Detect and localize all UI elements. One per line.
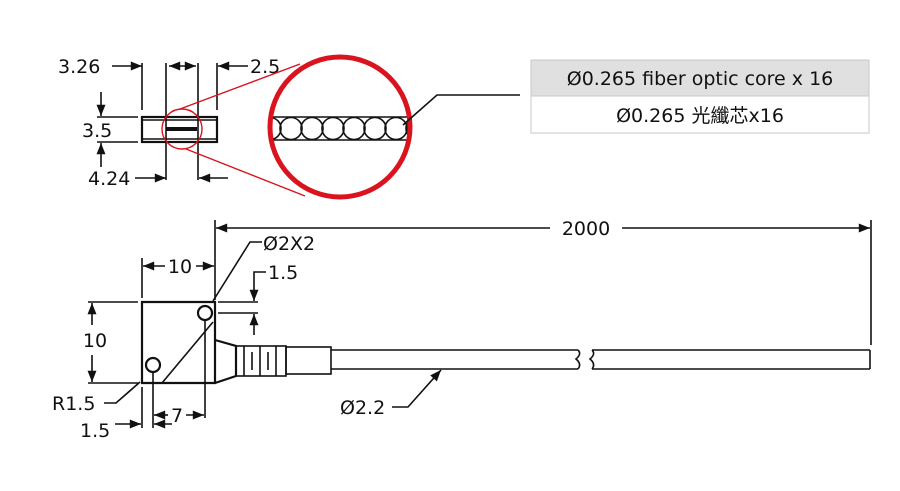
callout-leader bbox=[402, 94, 520, 126]
cable-strain-relief bbox=[214, 338, 238, 385]
dim-radius: R1.5 bbox=[52, 393, 95, 415]
end-face-outline bbox=[140, 115, 219, 144]
dim-3-5: 3.5 bbox=[82, 120, 112, 142]
mount-hole-bottom bbox=[144, 356, 162, 374]
fiber-array bbox=[166, 127, 197, 131]
callout-row-english: Ø0.265 fiber optic core x 16 bbox=[567, 68, 834, 90]
fiber-core-row bbox=[270, 116, 410, 141]
dim-block-width: 10 bbox=[168, 256, 192, 278]
top-view: 3.26 2.5 4.24 3.5 bbox=[58, 56, 280, 190]
cable bbox=[331, 349, 871, 370]
detail-magnifier bbox=[161, 54, 520, 200]
side-view: 2000 10 10 Ø2X2 1.5 R1.5 7 1.5 bbox=[52, 218, 872, 442]
hole-leader bbox=[212, 241, 262, 302]
cable-leader bbox=[392, 369, 442, 408]
dim-length-2000: 2000 bbox=[562, 218, 610, 240]
dim-3-26: 3.26 bbox=[58, 56, 100, 78]
dim-block-height: 10 bbox=[83, 330, 107, 352]
dim-4-24: 4.24 bbox=[88, 168, 130, 190]
dim-2-5: 2.5 bbox=[250, 56, 280, 78]
dim-cable-diameter: Ø2.2 bbox=[340, 397, 385, 419]
callout-table: Ø0.265 fiber optic core x 16 Ø0.265 光纖芯x… bbox=[530, 59, 870, 134]
ribbed-boot bbox=[235, 345, 332, 377]
radius-leader bbox=[104, 381, 141, 404]
dim-hole-diameter: Ø2X2 bbox=[263, 233, 315, 255]
sensor-block bbox=[140, 300, 217, 385]
dim-hole-spacing: 7 bbox=[171, 405, 183, 427]
callout-row-chinese: Ø0.265 光纖芯x16 bbox=[616, 105, 784, 127]
dim-hole-offset-left: 1.5 bbox=[80, 420, 110, 442]
detail-marker-circle bbox=[161, 108, 203, 150]
magnified-circle bbox=[267, 54, 413, 200]
mount-hole-top bbox=[196, 304, 214, 322]
dim-hole-offset-top: 1.5 bbox=[268, 262, 298, 284]
